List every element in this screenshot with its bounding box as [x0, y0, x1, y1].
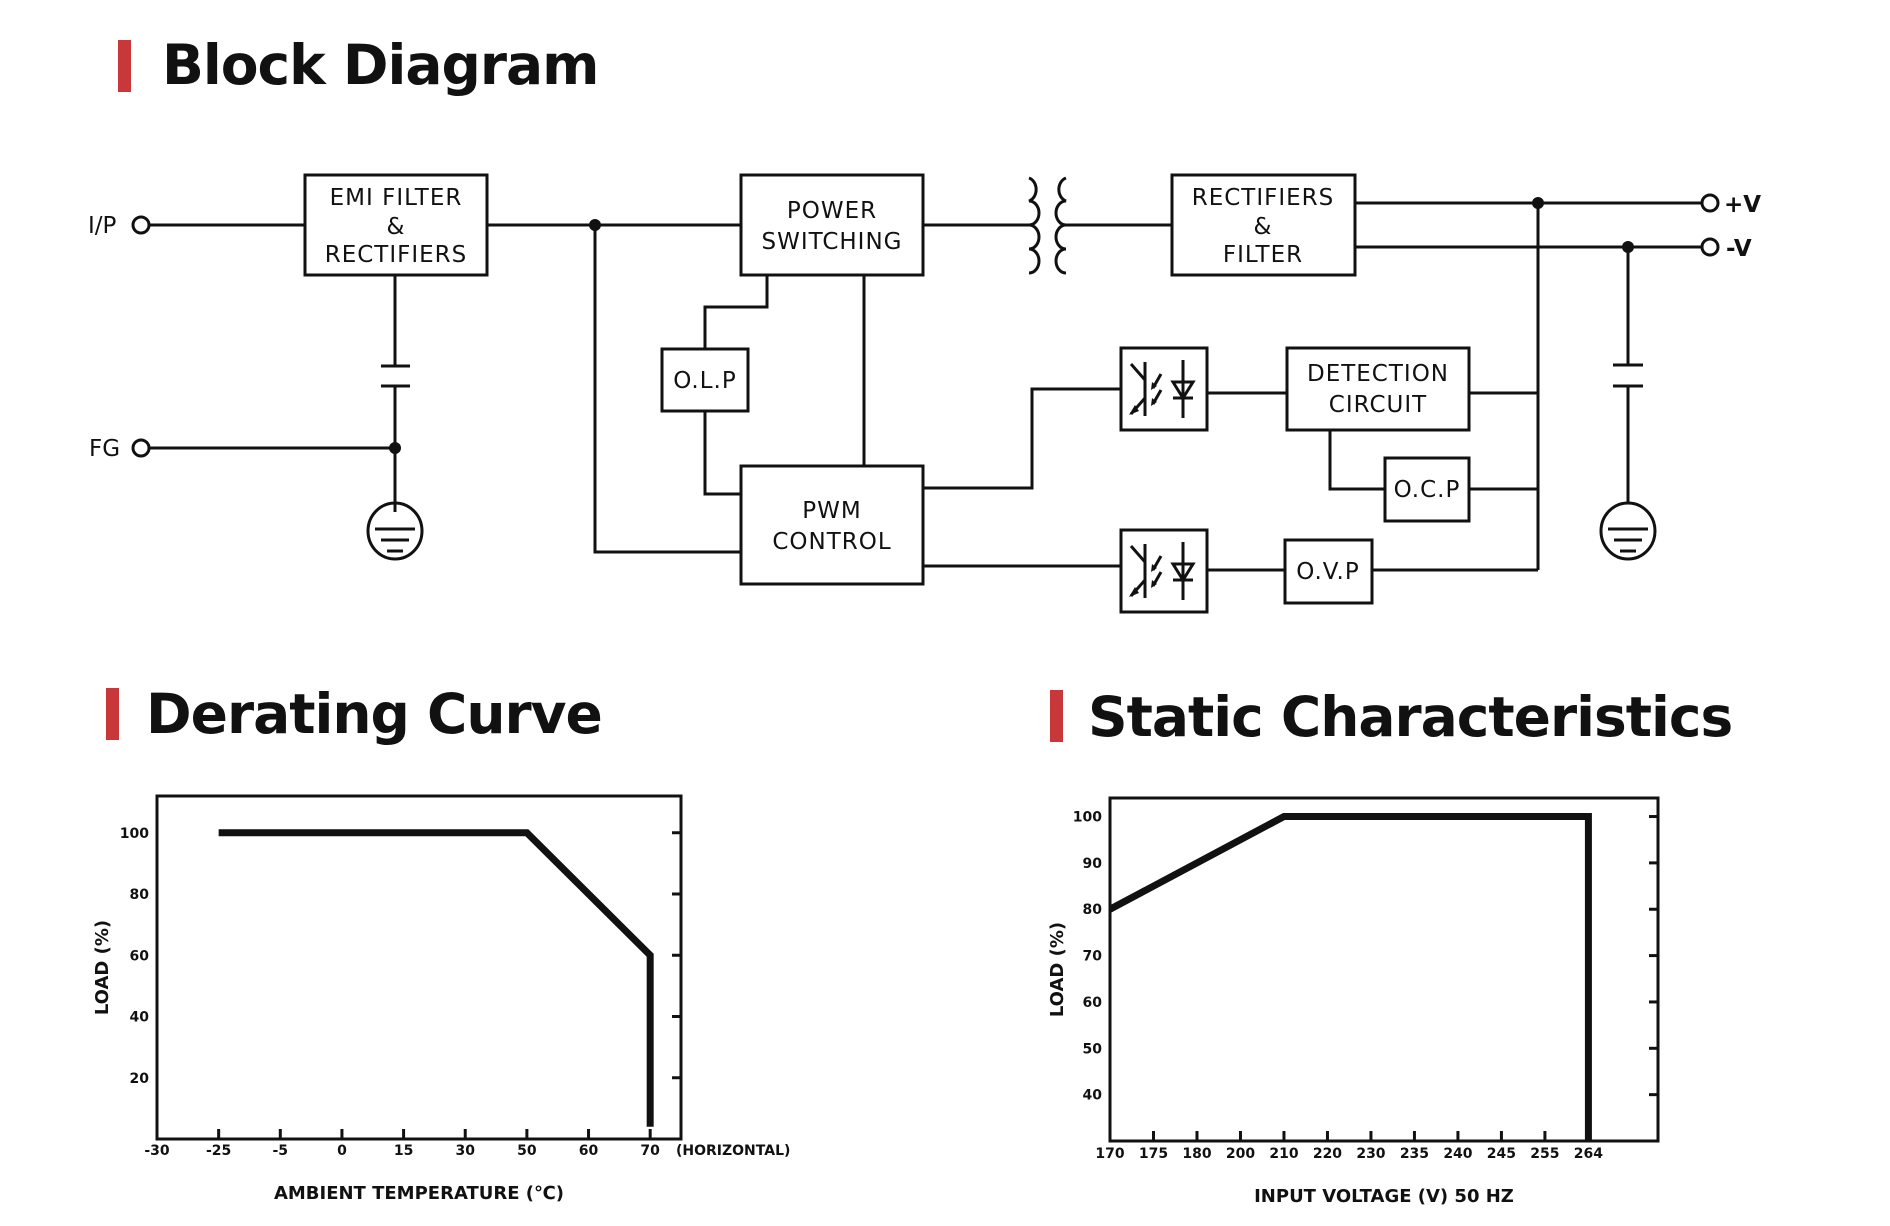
svg-text:PWM: PWM: [802, 498, 861, 524]
section-accent-bar: [106, 688, 119, 740]
x-tick-label: 15: [394, 1143, 413, 1159]
y-tick-label: 100: [1073, 810, 1102, 826]
series-line-load: [1108, 813, 1592, 1141]
ovp-block: O.V.P: [1283, 538, 1374, 605]
svg-text:O.C.P: O.C.P: [1394, 477, 1461, 503]
svg-text:DETECTION: DETECTION: [1307, 361, 1449, 387]
x-tick-label: 0: [337, 1143, 347, 1159]
pwm-control-block: PWM CONTROL: [739, 464, 925, 586]
y-tick-label: 70: [1083, 949, 1103, 965]
x-tick-label: 170: [1095, 1146, 1124, 1162]
svg-text:SWITCHING: SWITCHING: [762, 229, 903, 255]
section-accent-bar: [1050, 690, 1063, 742]
earth-ground-icon: [1599, 501, 1657, 561]
y-tick-label: 60: [1083, 995, 1103, 1011]
olp-block: O.L.P: [660, 347, 750, 413]
x-tick-label: 220: [1313, 1146, 1342, 1162]
y-tick-label: 20: [130, 1071, 150, 1087]
power-switching-block: POWER SWITCHING: [739, 173, 925, 277]
svg-text:&: &: [1254, 214, 1273, 240]
derating-curve-title: Derating Curve: [146, 682, 603, 746]
pos-output-terminal-icon: [1700, 193, 1720, 213]
x-tick-label: 235: [1400, 1146, 1429, 1162]
x-tick-label: 180: [1182, 1146, 1211, 1162]
optocoupler-icon: [1119, 528, 1209, 614]
x-axis-label: INPUT VOLTAGE (V) 50 HZ: [1254, 1186, 1514, 1207]
x-tick-label: 264: [1574, 1146, 1603, 1162]
x-tick-label: 230: [1356, 1146, 1385, 1162]
y-tick-label: 60: [130, 948, 150, 964]
x-tick-label: -25: [206, 1143, 231, 1159]
emi-filter-block: EMI FILTER & RECTIFIERS: [303, 173, 489, 277]
earth-ground-icon: [366, 501, 424, 561]
section-accent-bar: [118, 40, 131, 92]
y-tick-label: 100: [120, 826, 149, 842]
ocp-block: O.C.P: [1383, 456, 1471, 523]
x-tick-label: -30: [144, 1143, 170, 1159]
y-axis-label: LOAD (%): [92, 920, 113, 1015]
x-tick-label: 70: [640, 1143, 660, 1159]
rectifiers-filter-block: RECTIFIERS & FILTER: [1170, 173, 1357, 277]
neg-output-label: -V: [1726, 236, 1752, 262]
svg-text:O.V.P: O.V.P: [1296, 559, 1359, 585]
x-tick-label: 60: [579, 1143, 599, 1159]
input-terminal-icon: [131, 215, 151, 235]
y-tick-label: 90: [1083, 856, 1103, 872]
svg-text:EMI FILTER: EMI FILTER: [330, 185, 463, 211]
fg-terminal-label: FG: [89, 436, 120, 462]
x-tick-label: 175: [1139, 1146, 1168, 1162]
x-tick-label: 240: [1443, 1146, 1472, 1162]
y-tick-label: 80: [130, 887, 150, 903]
x-tick-label: 255: [1530, 1146, 1559, 1162]
svg-text:FILTER: FILTER: [1223, 242, 1303, 268]
capacitor-icon: [381, 364, 410, 388]
chart-axes: 170 175 180 200 210 220 230 235 240 245 255 264 40 50…: [1073, 796, 1660, 1162]
y-tick-label: 50: [1083, 1041, 1103, 1057]
fg-terminal-icon: [131, 438, 151, 458]
detection-circuit-block: DETECTION CIRCUIT: [1285, 346, 1471, 432]
y-tick-label: 40: [130, 1010, 150, 1026]
input-terminal-label: I/P: [88, 213, 117, 239]
block-diagram-title: Block Diagram: [162, 33, 599, 97]
x-tick-label: 210: [1269, 1146, 1298, 1162]
x-tick-label: -5: [273, 1143, 289, 1159]
chart-axes: -30 -25 -5 0 15 30 50 60 70 20 40 60 80 100: [120, 794, 683, 1159]
x-tick-label: 50: [517, 1143, 537, 1159]
y-axis-label: LOAD (%): [1047, 922, 1068, 1017]
plot-frame: [1108, 796, 1660, 1143]
svg-text:CIRCUIT: CIRCUIT: [1329, 392, 1427, 418]
svg-text:POWER: POWER: [787, 198, 877, 224]
svg-text:RECTIFIERS: RECTIFIERS: [325, 242, 468, 268]
svg-text:&: &: [387, 214, 406, 240]
x-tick-label: 245: [1487, 1146, 1516, 1162]
neg-output-terminal-icon: [1700, 237, 1720, 257]
series-line-load: [218, 829, 654, 1127]
pos-output-label: +V: [1724, 192, 1761, 218]
x-axis-note: (HORIZONTAL): [676, 1143, 790, 1159]
static-characteristics-title: Static Characteristics: [1088, 685, 1733, 749]
junction-dots: [389, 197, 1634, 454]
svg-text:O.L.P: O.L.P: [673, 368, 736, 394]
x-tick-label: 30: [455, 1143, 475, 1159]
svg-text:RECTIFIERS: RECTIFIERS: [1192, 185, 1335, 211]
optocoupler-icon: [1119, 346, 1209, 432]
plot-frame: [155, 794, 683, 1141]
y-tick-label: 80: [1083, 902, 1103, 918]
x-tick-label: 200: [1226, 1146, 1255, 1162]
x-axis-label: AMBIENT TEMPERATURE (℃): [274, 1183, 564, 1204]
transformer-icon: [1028, 176, 1067, 275]
svg-text:CONTROL: CONTROL: [772, 529, 891, 555]
capacitor-icon: [1613, 363, 1643, 388]
y-tick-label: 40: [1083, 1088, 1103, 1104]
